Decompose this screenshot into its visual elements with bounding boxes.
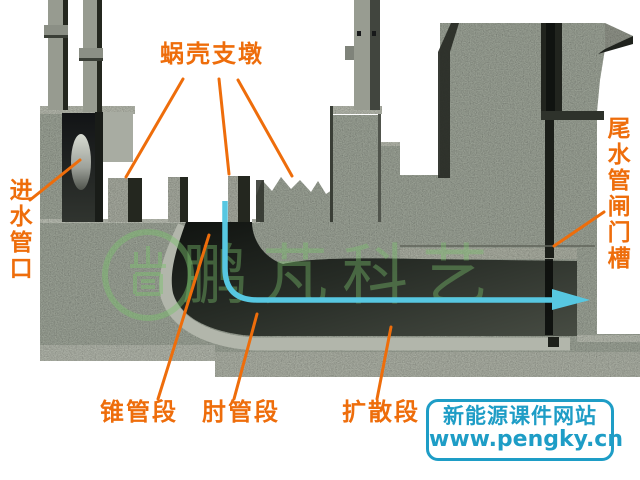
leader-gate-slot	[552, 210, 606, 248]
intake-block-side-face	[103, 112, 133, 162]
site-name: 新能源课件网站	[443, 404, 597, 428]
steel-column-3	[345, 0, 380, 110]
leader-cone	[156, 233, 211, 401]
gate-slot-lower	[545, 120, 554, 258]
steel-column-2	[79, 0, 103, 112]
wall-edge-shadow	[256, 180, 264, 222]
pengky-logo-watermark	[102, 229, 194, 321]
leader-diffuser	[375, 325, 393, 401]
leader-lines	[28, 77, 606, 401]
pedestal-right-seam	[378, 114, 381, 222]
inlet-pipe-end	[71, 134, 91, 190]
step-top-face	[380, 142, 400, 146]
pier-1-side	[128, 178, 142, 222]
structure-details	[44, 0, 633, 258]
leader-pier-2	[217, 77, 231, 176]
label-inlet-pipe-opening: 进水管口	[5, 178, 32, 282]
tube-outer-wall-band	[159, 223, 570, 351]
gate-slot-groove-core	[546, 23, 555, 113]
pedestal-left-seam	[330, 106, 333, 222]
steel-column-1	[44, 0, 68, 110]
water-flow-arrow	[222, 201, 590, 310]
label-volute-support-piers: 蜗壳支墩	[160, 40, 264, 68]
volute-pier-2	[168, 177, 180, 222]
right-block-bevel-edge	[438, 23, 459, 178]
right-wing-block	[605, 23, 633, 50]
pier-2-side	[180, 177, 188, 222]
base-bottom-bevel-left	[40, 345, 215, 361]
flow-arrowhead	[552, 289, 590, 310]
label-cone-section: 锥管段	[100, 398, 178, 426]
gate-slot-step	[541, 111, 604, 120]
diffuser-top-wall	[400, 248, 577, 259]
draft-tube-interior	[171, 222, 577, 336]
leader-inlet	[28, 158, 82, 202]
right-wing-shadow	[598, 36, 633, 54]
gate-slot-floor-notch	[548, 337, 559, 347]
label-tailwater-gate-slot: 尾水管闸门槽	[603, 116, 630, 272]
site-url: www.pengky.cn	[429, 427, 624, 453]
label-diffuser-section: 扩散段	[342, 398, 420, 426]
volute-pier-1	[108, 178, 128, 222]
site-watermark: 新能源课件网站 www.pengky.cn	[426, 399, 624, 461]
gate-slot-in-opening	[545, 259, 553, 335]
leader-elbow	[232, 312, 259, 401]
intake-block-right-edge	[95, 112, 103, 222]
volute-pier-3	[228, 176, 238, 222]
tailrace-floor-top	[577, 335, 640, 342]
base-bottom-bevel-right	[215, 352, 640, 377]
leader-pier-1	[124, 77, 185, 179]
label-elbow-section: 肘管段	[202, 398, 280, 426]
pier-3-side	[238, 176, 250, 222]
leader-pier-3	[236, 78, 294, 178]
